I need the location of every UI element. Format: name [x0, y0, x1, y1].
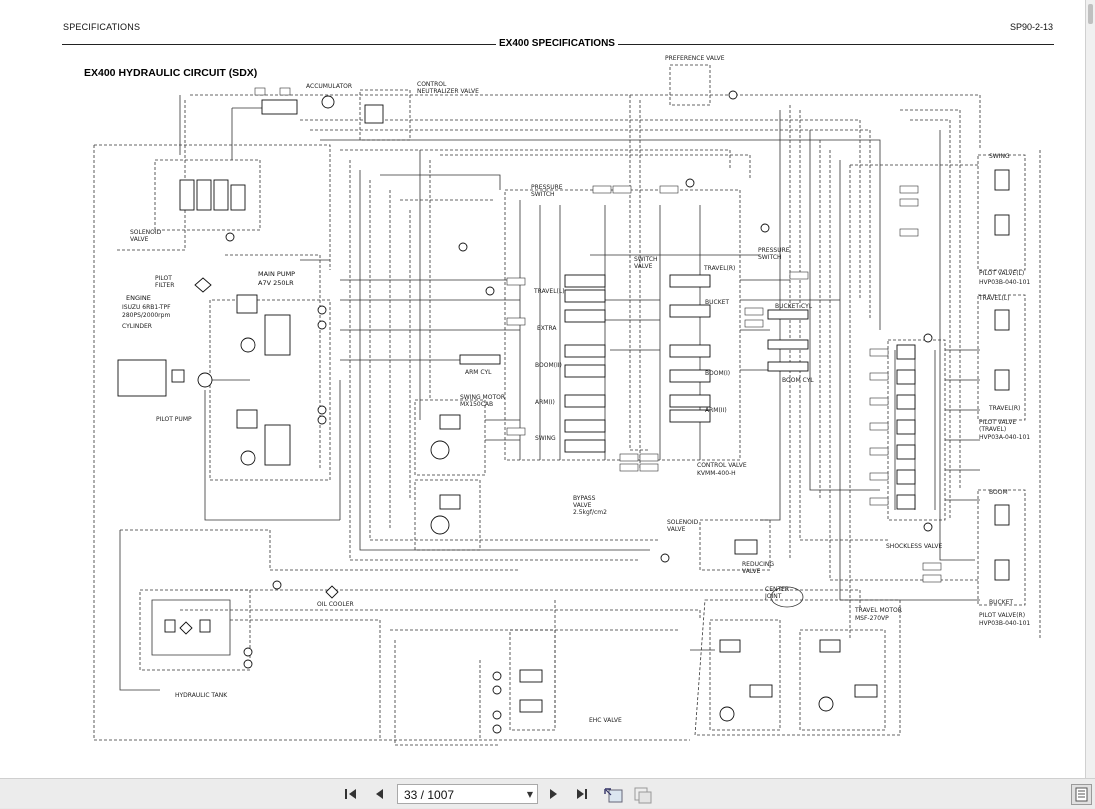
label-pilot-filter-2: FILTER: [155, 282, 174, 289]
label-pilot-filter-1: PILOT: [155, 275, 172, 282]
fit-page-icon[interactable]: [603, 786, 625, 803]
label-bypass-valve-2: VALVE: [573, 502, 592, 509]
label-pressure-switch-r-1: PRESSURE: [758, 247, 790, 254]
chevron-down-icon[interactable]: ▼: [526, 790, 533, 799]
label-control-valve-2: KVMM-400-H: [697, 470, 736, 477]
first-page-icon[interactable]: [342, 786, 360, 802]
label-travel-r-pv: TRAVEL(R): [988, 405, 1020, 412]
document-page: SPECIFICATIONS SP90-2-13 EX400 SPECIFICA…: [0, 0, 1085, 778]
label-bucket-pv: BUCKET: [989, 599, 1013, 606]
label-bypass-valve-1: BYPASS: [573, 495, 596, 502]
label-control-valve-1: CONTROL VALVE: [697, 462, 747, 469]
label-oil-cooler: OIL COOLER: [317, 601, 354, 608]
vertical-scrollbar[interactable]: [1085, 0, 1095, 778]
label-cylinder: CYLINDER: [122, 323, 152, 330]
label-travel-l-pv: TRAVEL(L): [978, 295, 1010, 302]
label-main-pump-2: A7V 250LR: [258, 279, 294, 287]
label-center-joint-1: CENTER: [765, 586, 789, 593]
label-center-joint-2: JOINT: [764, 593, 782, 600]
label-engine: ENGINE: [126, 294, 151, 302]
label-engine-model: ISUZU 6RB1-TPF: [122, 304, 171, 311]
label-pressure-switch-1: PRESSURE: [531, 184, 563, 191]
prev-page-icon[interactable]: [370, 786, 388, 802]
label-accumulator: ACCUMULATOR: [306, 83, 352, 90]
label-pilot-valve-l-1: PILOT VALVE(L): [979, 270, 1024, 277]
label-control-neutralizer-2: NEUTRALIZER VALVE: [417, 88, 479, 95]
label-boom-ii: BOOM(II): [535, 362, 562, 369]
next-page-icon[interactable]: [545, 786, 563, 802]
page-indicator: 33 / 1007: [404, 788, 455, 802]
label-boom-i: BOOM(I): [705, 370, 730, 377]
label-arm-ii: ARM(II): [705, 407, 727, 414]
label-pilot-valve-travel-2: (TRAVEL): [979, 426, 1006, 433]
header-page-code: SP90-2-13: [1009, 22, 1053, 32]
diagram-title: EX400 HYDRAULIC CIRCUIT (SDX): [84, 67, 258, 79]
label-travel-l: TRAVEL(L): [533, 288, 565, 295]
label-arm-i: ARM(I): [535, 399, 555, 406]
scrollbar-thumb[interactable]: [1088, 4, 1093, 24]
side-panel-icon[interactable]: [1071, 784, 1092, 805]
header-title: EX400 SPECIFICATIONS: [496, 38, 618, 49]
label-pressure-switch-r-2: SWITCH: [758, 254, 782, 261]
label-pilot-valve-l-2: HVP03B-040-101: [979, 279, 1030, 286]
label-shockless-valve: SHOCKLESS VALVE: [886, 543, 942, 550]
label-solenoid-valve-2: VALVE: [130, 236, 149, 243]
label-travel-motor-2: MSF-270VP: [855, 615, 889, 622]
label-reducing-valve-1: REDUCING: [742, 561, 774, 568]
label-engine-power: 280PS/2000rpm: [122, 312, 170, 319]
label-extra: EXTRA: [537, 325, 557, 332]
viewer-toolbar: 33 / 1007 ▼: [0, 778, 1095, 808]
label-pilot-valve-travel-1: PILOT VALVE: [979, 419, 1016, 426]
label-control-neutralizer-1: CONTROL: [417, 81, 447, 88]
label-swing-motor-2: MX150CAB: [460, 401, 493, 408]
label-arm-cyl: ARM CYL: [465, 369, 492, 376]
label-reducing-valve-2: VALVE: [742, 568, 761, 575]
label-bypass-valve-3: 2.5kgf/cm2: [573, 509, 607, 516]
label-bucket: BUCKET: [705, 299, 729, 306]
label-pilot-valve-r-1: PILOT VALVE(R): [979, 612, 1025, 619]
label-swing-motor-1: SWING MOTOR: [460, 394, 505, 401]
label-switch-valve-2: VALVE: [634, 263, 653, 270]
label-pilot-valve-travel-3: HVP03A-040-101: [979, 434, 1030, 441]
label-pilot-pump: PILOT PUMP: [156, 416, 192, 423]
header-section-label: SPECIFICATIONS: [63, 22, 141, 32]
label-swing: SWING: [535, 435, 556, 442]
label-preference-valve: PREFERENCE VALVE: [665, 55, 725, 62]
label-switch-valve-1: SWITCH: [634, 256, 658, 263]
label-main-pump-1: MAIN PUMP: [258, 270, 295, 278]
hydraulic-circuit-diagram: ACCUMULATOR CONTROL NEUTRALIZER VALVE PR…: [93, 55, 1041, 746]
two-page-view-icon[interactable]: [632, 786, 654, 804]
label-travel-motor-1: TRAVEL MOTOR: [854, 607, 902, 614]
label-pressure-switch-2: SWITCH: [531, 191, 555, 198]
label-bucket-cyl: BUCKET CYL: [775, 303, 813, 310]
label-travel-r: TRAVEL(R): [703, 265, 735, 272]
page-number-field[interactable]: 33 / 1007 ▼: [397, 784, 538, 804]
label-ehc-valve: EHC VALVE: [589, 717, 622, 724]
label-solenoid-valve-1: SOLENOID: [130, 229, 162, 236]
label-solenoid-valve-b-2: VALVE: [667, 526, 686, 533]
label-boom-cyl: BOOM CYL: [782, 377, 814, 384]
label-pilot-valve-r-2: HVP03B-040-101: [979, 620, 1030, 627]
label-hydraulic-tank: HYDRAULIC TANK: [175, 692, 228, 699]
last-page-icon[interactable]: [573, 786, 591, 802]
label-swing-pv: SWING: [989, 153, 1010, 160]
label-boom-pv: BOOM: [989, 489, 1008, 496]
label-solenoid-valve-b-1: SOLENOID: [667, 519, 699, 526]
